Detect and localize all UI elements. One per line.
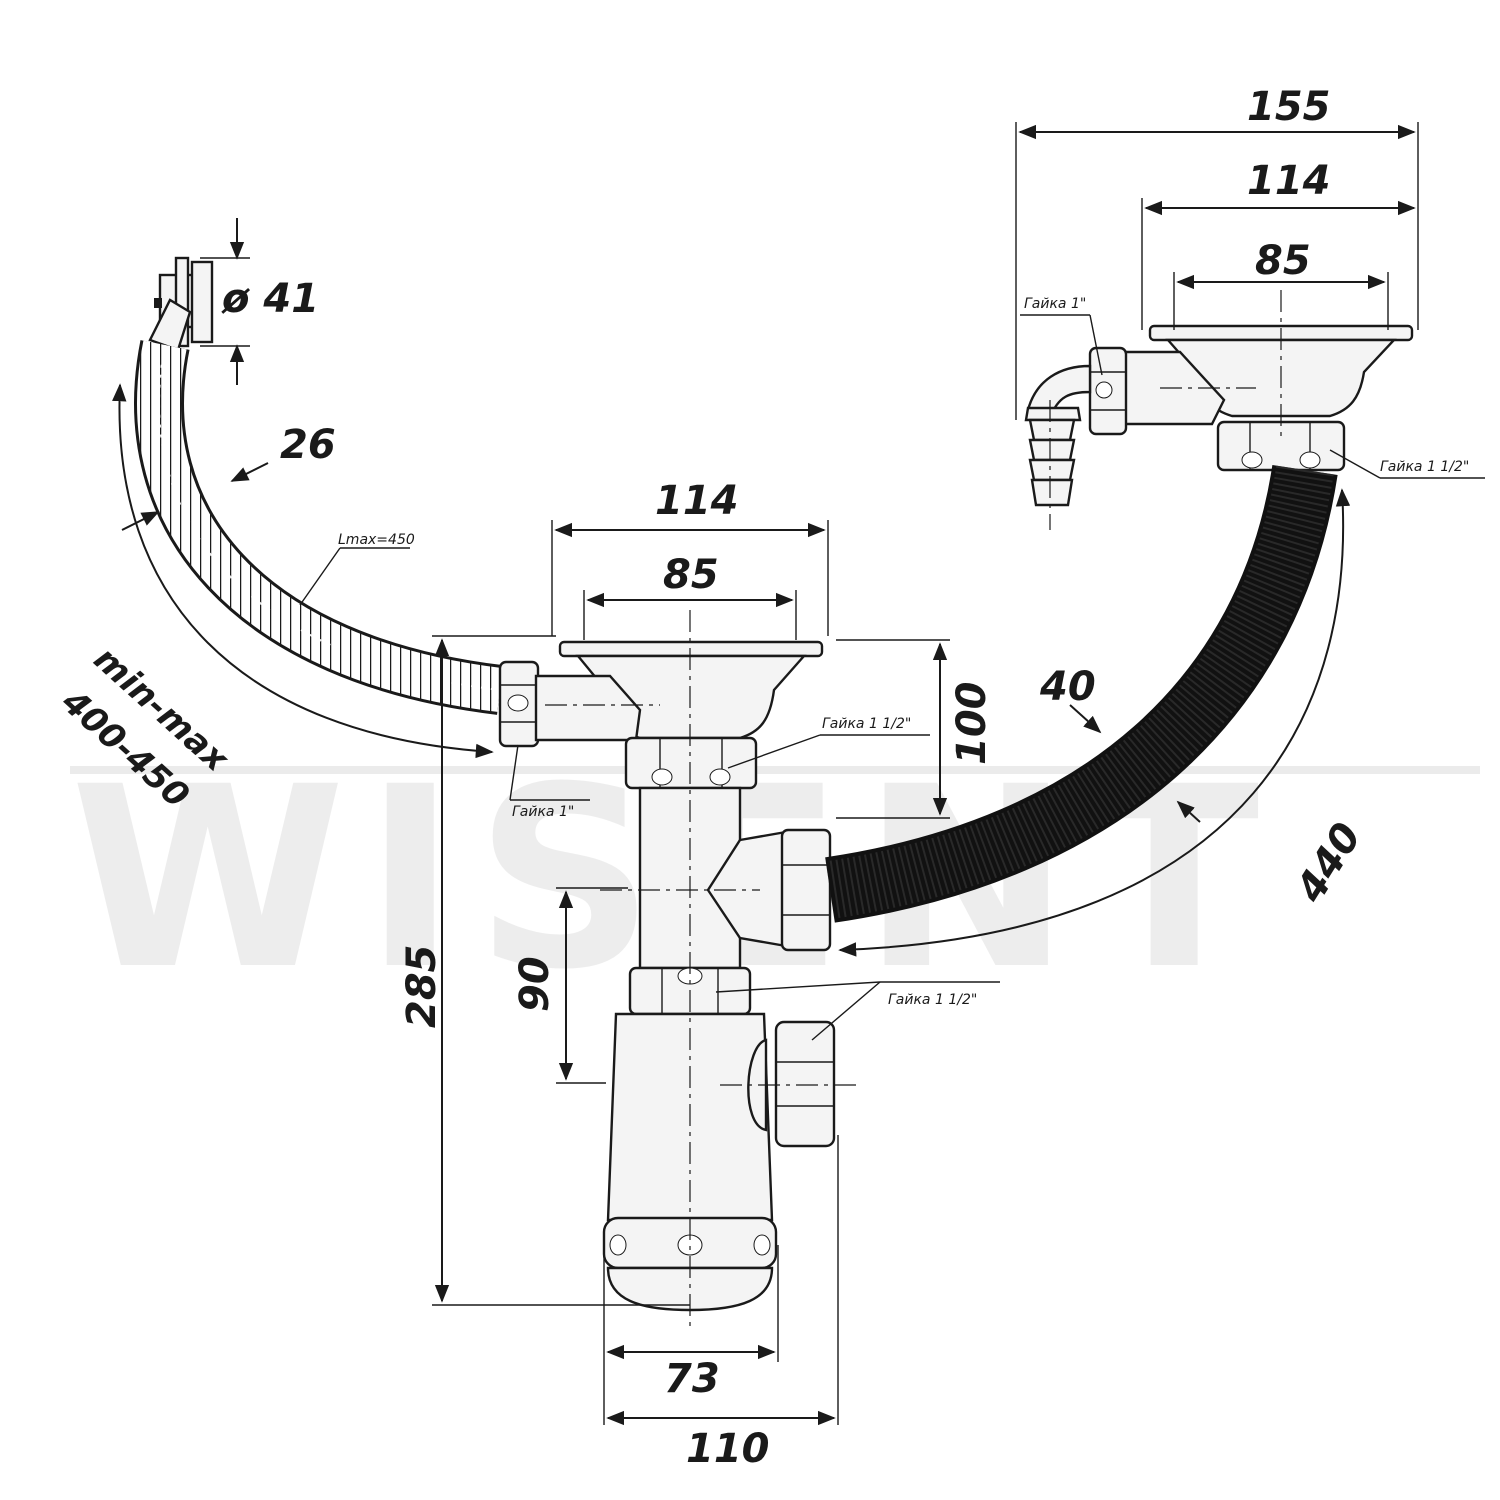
dim-strainer-height: 100 (949, 682, 995, 766)
label-nut-112-main-top: Гайка 1 1/2" (822, 716, 911, 732)
label-nut-1-left: Гайка 1" (512, 804, 574, 820)
dim-right-strainer-inner: 85 (1255, 238, 1311, 284)
dim-overflow-hose-diameter: 26 (280, 422, 336, 468)
label-nut-112-right: Гайка 1 1/2" (1380, 459, 1469, 475)
dim-right-strainer-outer: 114 (1247, 158, 1331, 204)
dim-total-height: 285 (399, 945, 445, 1029)
dim-main-strainer-inner: 85 (663, 552, 719, 598)
dim-main-strainer-outer: 114 (655, 478, 739, 524)
label-hose-lmax: Lmax=450 (338, 532, 415, 548)
label-nut-1-right: Гайка 1" (1024, 296, 1086, 312)
label-nut-112-lower: Гайка 1 1/2" (888, 992, 977, 1008)
dim-connecting-hose-diameter: 40 (1039, 664, 1096, 710)
overflow-assembly (134, 256, 540, 748)
dim-bottle-width: 73 (664, 1356, 720, 1402)
dim-connecting-hose-length: 440 (1287, 815, 1371, 911)
right-strainer (1024, 290, 1414, 530)
dim-trap-depth: 90 (512, 956, 558, 1012)
dim-outlet-width: 110 (686, 1426, 770, 1472)
dim-right-total-width: 155 (1247, 84, 1331, 130)
main-siphon (534, 610, 860, 1330)
dim-overflow-diameter: ø 41 (221, 276, 319, 322)
